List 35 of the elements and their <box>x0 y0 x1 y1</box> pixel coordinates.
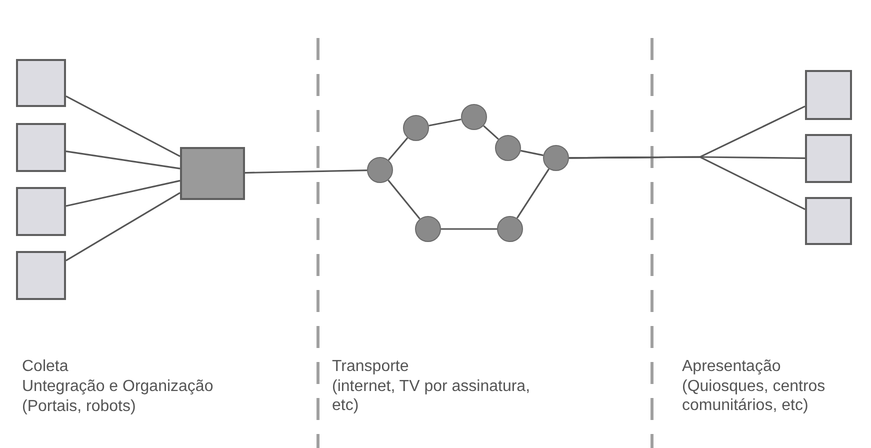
connection-line <box>66 192 180 262</box>
connection-line <box>520 150 544 156</box>
connection-line <box>483 125 499 140</box>
connection-line <box>428 118 462 126</box>
connection-line <box>244 170 368 174</box>
terminal-box <box>805 70 852 120</box>
zone-description: Untegração e Organização <box>22 377 214 396</box>
connection-line <box>516 168 550 219</box>
terminal-box <box>16 59 66 107</box>
connection-line <box>66 180 180 207</box>
connection-line <box>569 156 806 210</box>
terminal-box <box>805 134 852 183</box>
zone-title: Transporte <box>332 357 409 376</box>
zone-description: (internet, TV por assinatura, etc) <box>332 377 532 415</box>
network-node-circle <box>495 135 521 161</box>
network-node-circle <box>543 145 569 171</box>
network-node-circle <box>497 216 523 242</box>
zone-title: Coleta <box>22 357 68 376</box>
network-node-circle <box>403 115 429 141</box>
network-node-circle <box>461 104 487 130</box>
connection-line <box>66 150 180 170</box>
zone-title: Apresentação <box>682 357 781 376</box>
network-node-circle <box>367 157 393 183</box>
network-node-circle <box>415 216 441 242</box>
connection-line <box>388 180 420 220</box>
connection-line <box>66 96 180 157</box>
terminal-box <box>16 251 66 300</box>
zone-description: (Portais, robots) <box>22 397 136 416</box>
hub-box <box>180 147 245 200</box>
zone-description: (Quiosques, centros comunitários, etc) <box>682 377 826 415</box>
terminal-box <box>805 197 852 245</box>
terminal-box <box>16 123 66 172</box>
connection-line <box>388 137 408 161</box>
connection-line <box>441 228 497 230</box>
terminal-box <box>16 187 66 236</box>
